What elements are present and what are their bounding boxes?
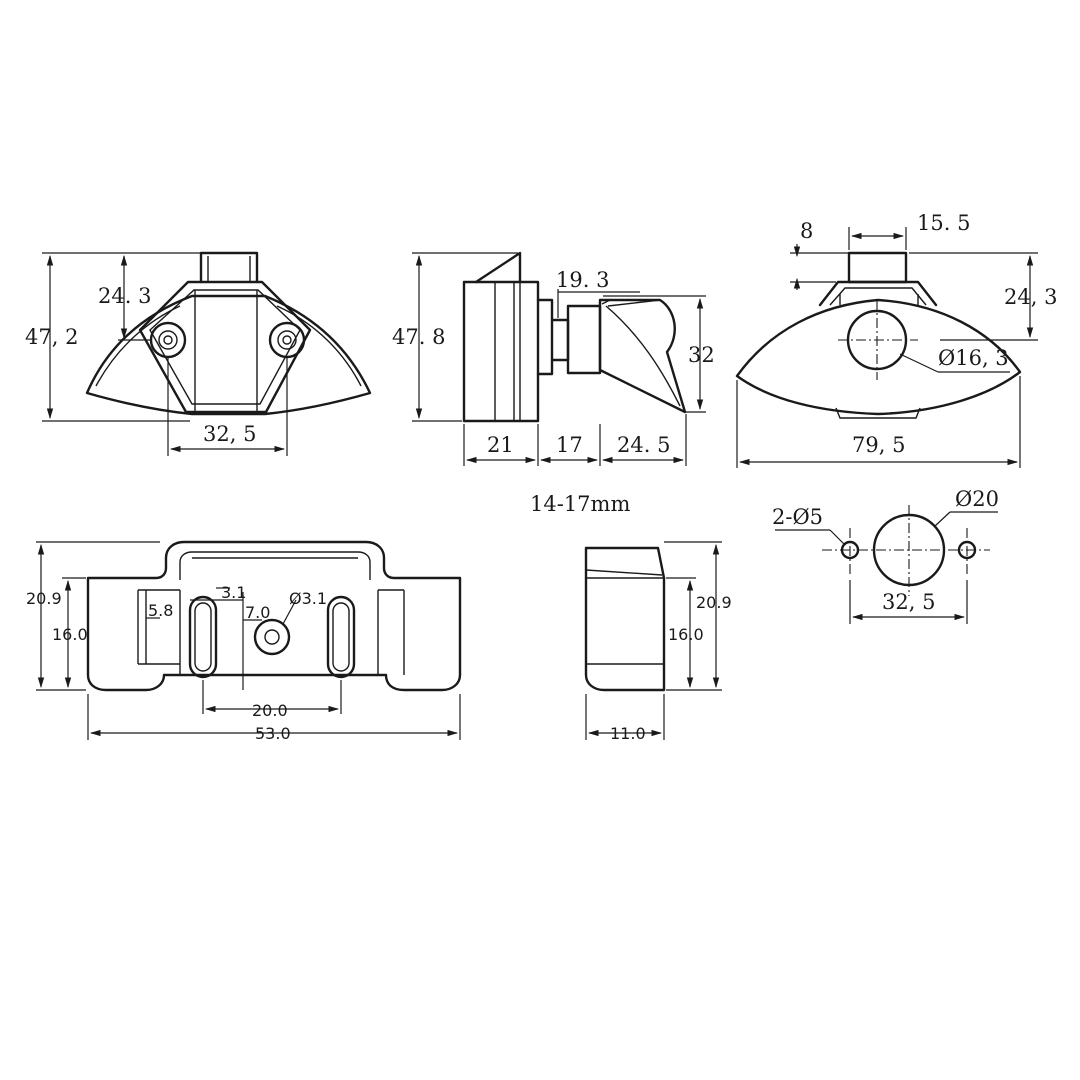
cutout-view: 2-Ø5 Ø20 32, 5 xyxy=(772,487,999,624)
side-head-depth-label: 24. 5 xyxy=(617,433,670,457)
strike-front-outline xyxy=(86,540,462,692)
side-latch-outline xyxy=(462,251,687,423)
strike-slot-spacing-label: 20.0 xyxy=(252,701,288,720)
strike-side-dimensions: 20.9 16.0 11.0 xyxy=(585,541,732,743)
side-boss-label: 19. 3 xyxy=(556,268,609,292)
top-neck-label: 15. 5 xyxy=(917,211,970,235)
front-latch-outline xyxy=(85,251,372,416)
strike-hole-dia-label: Ø3.1 xyxy=(289,589,327,608)
cutout-bore-label: Ø20 xyxy=(955,487,999,511)
top-height-label: 24, 3 xyxy=(1004,285,1057,309)
top-latch-dimensions: 8 15. 5 24, 3 Ø16, 3 79, 5 xyxy=(736,211,1057,468)
front-latch-view: 47, 2 24. 3 32, 5 xyxy=(25,251,372,456)
strike-front-view: 20.9 16.0 5.8 3.1 7.0 Ø3.1 20.0 53.0 xyxy=(26,540,462,743)
top-width-label: 79, 5 xyxy=(852,433,905,457)
cutout-spacing-label: 32, 5 xyxy=(882,590,935,614)
side-body-depth-label: 21 xyxy=(487,433,514,457)
strike-inner-height-label: 16.0 xyxy=(52,625,88,644)
side-shaft-length-label: 17 xyxy=(556,433,583,457)
strike-side-view: 20.9 16.0 11.0 xyxy=(584,541,732,743)
front-hole-spacing-label: 32, 5 xyxy=(203,422,256,446)
front-latch-dimensions: 47, 2 24. 3 32, 5 xyxy=(25,252,288,456)
strike-side-depth-label: 11.0 xyxy=(610,724,646,743)
side-height-label: 47. 8 xyxy=(392,325,445,349)
strike-front-dimensions: 20.9 16.0 5.8 3.1 7.0 Ø3.1 20.0 53.0 xyxy=(26,541,461,743)
strike-side-outline xyxy=(584,546,666,692)
strike-side-height-label: 20.9 xyxy=(696,593,732,612)
top-latch-outline xyxy=(735,251,1022,419)
side-head-height-label: 32 xyxy=(688,343,715,367)
strike-side-inner-height-label: 16.0 xyxy=(668,625,704,644)
strike-offset-label: 5.8 xyxy=(148,601,173,620)
top-flange-label: 8 xyxy=(800,219,813,243)
side-latch-dimensions: 47. 8 19. 3 32 21 17 24. 5 xyxy=(392,252,715,466)
strike-slot-label: 3.1 xyxy=(221,583,246,602)
top-bore-label: Ø16, 3 xyxy=(938,346,1009,370)
strike-hole-offset-label: 7.0 xyxy=(245,603,270,622)
strike-length-label: 53.0 xyxy=(255,724,291,743)
side-latch-view: 47. 8 19. 3 32 21 17 24. 5 xyxy=(392,251,715,466)
strike-height-label: 20.9 xyxy=(26,589,62,608)
cutout-holes-label: 2-Ø5 xyxy=(772,505,823,529)
front-height-label: 47, 2 xyxy=(25,325,78,349)
top-latch-view: 8 15. 5 24, 3 Ø16, 3 79, 5 xyxy=(735,211,1057,468)
front-upper-height-label: 24. 3 xyxy=(98,284,151,308)
panel-thickness-note: 14-17mm xyxy=(530,492,630,516)
